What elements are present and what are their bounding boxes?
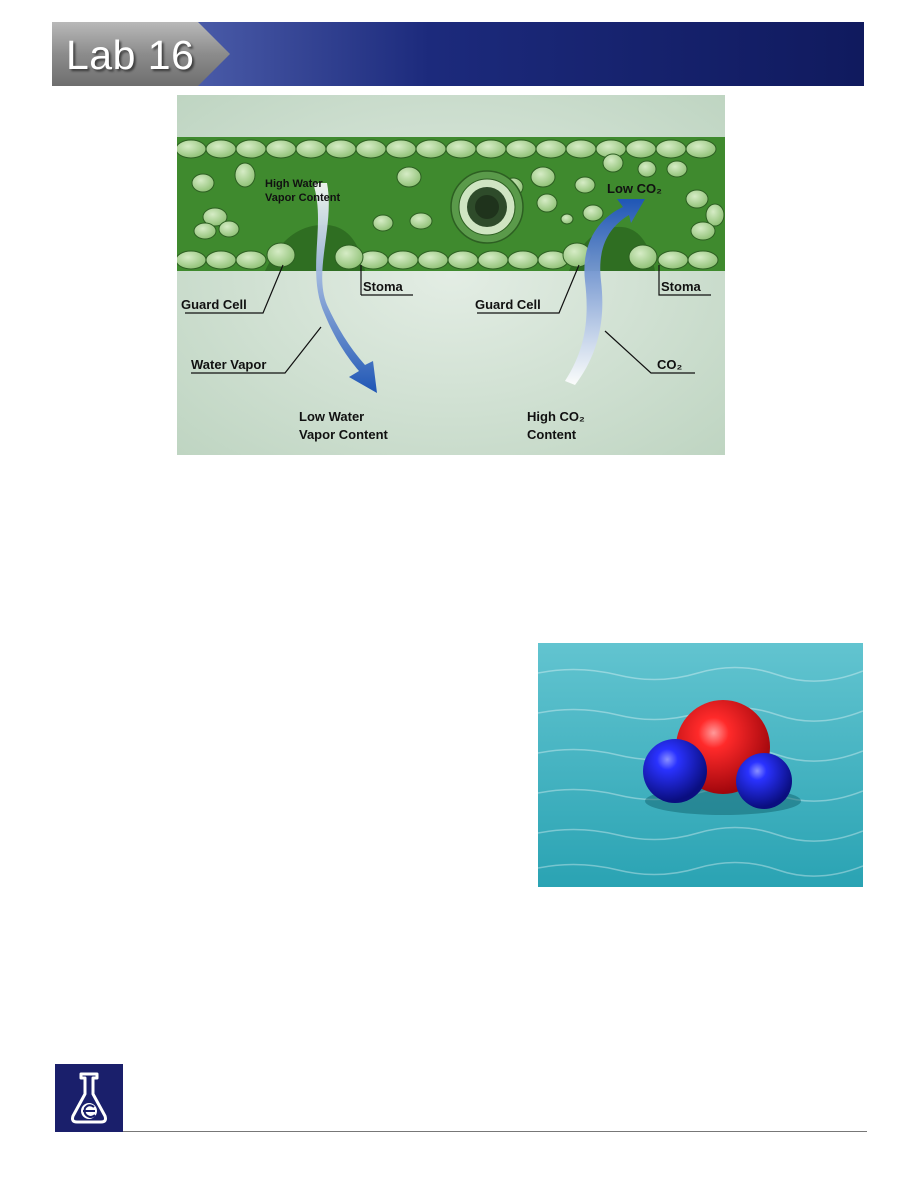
guard-cell-right-b xyxy=(628,244,658,270)
water-molecule-image xyxy=(538,643,863,887)
guard-cells xyxy=(266,242,658,270)
lab-title: Lab 16 xyxy=(66,32,195,78)
upper-epidermis xyxy=(177,139,717,159)
label-guard-cell-right: Guard Cell xyxy=(475,297,541,312)
label-high-co2-2: Content xyxy=(527,427,577,442)
label-guard-cell-left: Guard Cell xyxy=(181,297,247,312)
lab-tab xyxy=(52,22,230,86)
guard-cell-left-a xyxy=(266,242,296,268)
leaf-stomata-diagram: High Water Vapor Content Low CO₂ Guard C… xyxy=(177,95,725,455)
label-high-water-1: High Water xyxy=(265,178,323,190)
footer-rule xyxy=(123,1131,867,1132)
label-stoma-left: Stoma xyxy=(363,279,404,294)
publisher-logo xyxy=(55,1064,123,1132)
label-low-water-2: Vapor Content xyxy=(299,427,389,442)
label-water-vapor: Water Vapor xyxy=(191,357,266,372)
label-co2: CO₂ xyxy=(657,357,683,372)
label-low-water-1: Low Water xyxy=(299,409,364,424)
label-stoma-right: Stoma xyxy=(661,279,702,294)
flask-e-icon xyxy=(71,1072,107,1124)
lower-epidermis xyxy=(177,250,719,270)
hydrogen-atom-right xyxy=(736,753,792,809)
leader-lines xyxy=(185,264,711,374)
label-high-water-2: Vapor Content xyxy=(265,192,341,204)
water-vapor-arrow xyxy=(313,183,377,393)
guard-cell-left-b xyxy=(334,244,364,270)
label-low-co2: Low CO₂ xyxy=(607,181,662,196)
label-high-co2-1: High CO₂ xyxy=(527,409,585,424)
co2-arrow xyxy=(565,199,645,385)
vascular-bundle xyxy=(450,170,524,244)
hydrogen-atom-left xyxy=(643,739,707,803)
header-banner xyxy=(196,22,864,86)
